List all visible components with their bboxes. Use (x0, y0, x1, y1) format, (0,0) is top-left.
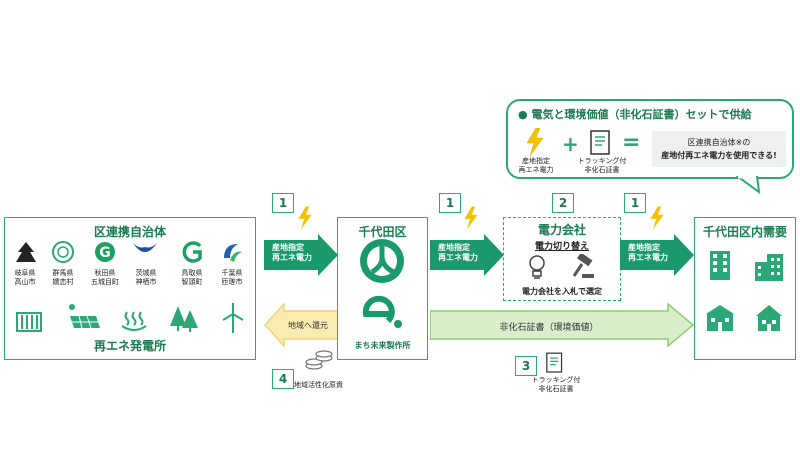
power-flow-arrow (620, 234, 694, 276)
box-title: 千代田区内需要 (702, 225, 787, 239)
chiyoda-demand-box: 千代田区内需要 (694, 217, 796, 360)
public-facility-icon (756, 305, 782, 331)
bullet-icon: ● (518, 108, 528, 121)
power-company-box (503, 217, 621, 301)
callout-tail (735, 176, 761, 194)
certificate-flow-arrow (430, 303, 694, 347)
municipality-label: 鳥取県 智頭町 (181, 269, 203, 286)
machimirai-logo-icon (362, 295, 402, 328)
power-flow-arrow (430, 234, 504, 276)
municipality-label: 群馬県 嬬恋村 (52, 269, 74, 286)
chizu-emblem-icon (182, 241, 202, 263)
organization-name: まち未来製作所 (354, 341, 411, 350)
gavel-icon (572, 254, 594, 278)
tracking-certificate-label: トラッキング付 非化石証書 (531, 376, 581, 393)
wind-turbine-icon (222, 303, 244, 333)
solar-panel-icon (69, 304, 100, 329)
box-title: 千代田区 (358, 225, 407, 239)
lightning-icon (298, 206, 312, 230)
certificate-flow-label: 非化石証書（環境価値） (499, 323, 599, 333)
box-title: 区連携自治体 (93, 225, 166, 239)
lightning-icon (650, 206, 664, 230)
bid-note: 電力会社を入札で選定 (522, 287, 602, 296)
takayama-emblem-icon (16, 242, 36, 262)
apartment-icon (755, 254, 783, 281)
fund-label: 地域活性化原資 (294, 381, 343, 389)
callout-item-certificate: トラッキング付 非化石証書 (577, 157, 627, 174)
callout-item-power: 産地指定 再エネ電力 (518, 157, 554, 174)
tsumagoi-emblem-icon (52, 241, 74, 263)
dam-icon (16, 312, 42, 332)
chiyoda-emblem-icon (360, 239, 404, 283)
municipality-label: 茨城県 神栖市 (135, 269, 157, 286)
equals-icon: = (622, 130, 641, 155)
municipality-label: 千葉県 匝瑳市 (221, 269, 243, 286)
lightning-icon (526, 128, 544, 156)
arrow-label: 産地指定 再エネ電力 (628, 243, 668, 262)
step-number: 3 (515, 356, 537, 376)
kamisu-emblem-icon (133, 243, 157, 252)
switch-label: 電力切り替え (534, 242, 589, 252)
certificate-icon (590, 130, 610, 155)
arrow-label: 産地指定 再エネ電力 (272, 243, 312, 262)
sosa-emblem-icon (224, 244, 242, 262)
office-building-icon (710, 251, 730, 280)
lightning-icon (464, 206, 478, 230)
svg-text:G: G (99, 245, 111, 261)
power-plant-label: 再エネ発電所 (93, 339, 166, 353)
step-number: 4 (272, 369, 294, 389)
hot-spring-icon (121, 311, 147, 331)
gojome-emblem-icon: G (95, 242, 115, 262)
certificate-icon (546, 352, 563, 373)
coins-icon (305, 350, 333, 370)
municipality-label: 秋田県 五城目町 (91, 269, 119, 286)
callout-result: 区連携自治体※の 産地付再エネ電力を使用できる! (652, 131, 786, 167)
step-number: 1 (624, 193, 646, 213)
step-number: 2 (552, 193, 574, 213)
school-icon (706, 305, 734, 331)
callout-title: ● 電気と環境価値（非化石証書）セットで供給 (518, 108, 752, 121)
return-label: 地域へ還元 (288, 321, 328, 330)
municipality-label: 岐阜県 高山市 (14, 269, 36, 286)
plus-icon: + (562, 132, 579, 156)
power-flow-arrow (264, 234, 338, 276)
arrow-label: 産地指定 再エネ電力 (438, 243, 478, 262)
forest-icon (170, 306, 198, 332)
step-number: 1 (439, 193, 461, 213)
box-title: 電力会社 (537, 223, 586, 237)
partner-municipalities-box: 区連携自治体 (4, 217, 256, 360)
return-flow-arrow (264, 303, 338, 347)
step-number: 1 (272, 193, 294, 213)
light-bulb-icon (529, 255, 545, 279)
